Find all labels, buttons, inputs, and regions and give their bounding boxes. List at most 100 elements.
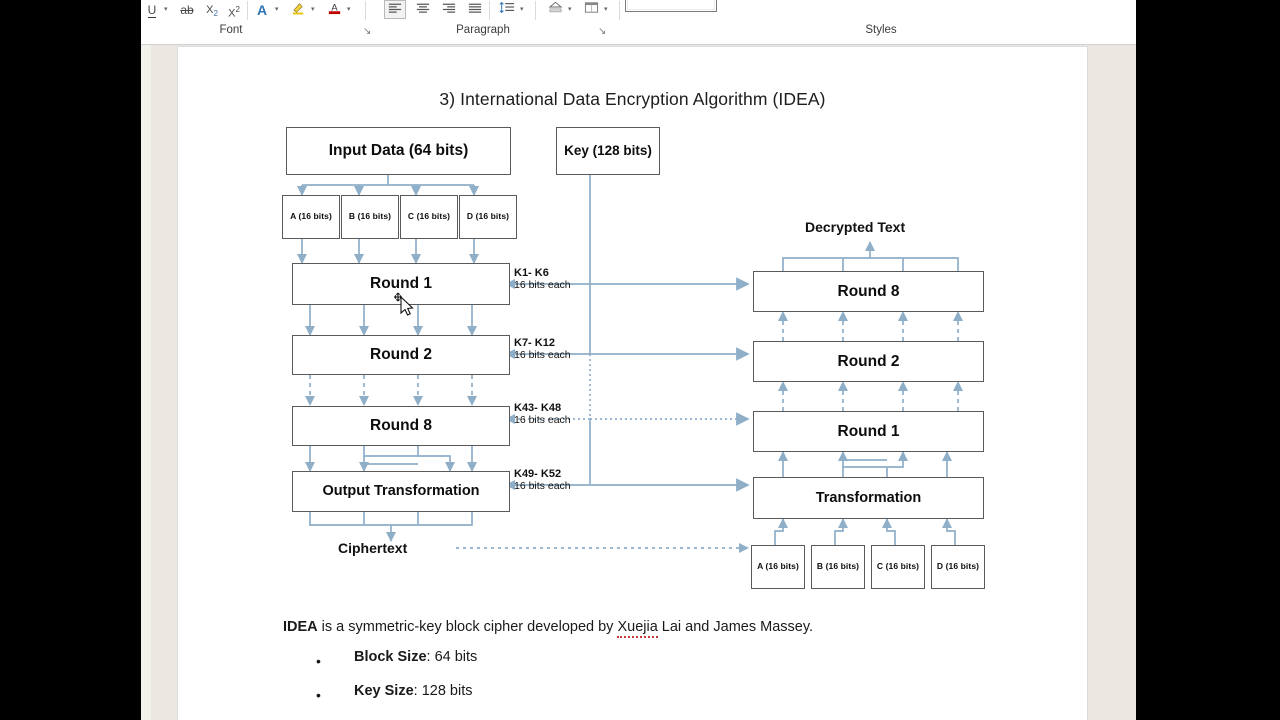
mouse-cursor (392, 292, 418, 320)
letterbox-right (1136, 0, 1280, 720)
justify-icon[interactable] (465, 0, 485, 20)
style-gallery-selected-item[interactable] (625, 0, 717, 12)
highlight-caret-icon[interactable]: ▾ (311, 6, 315, 13)
page-title: 3) International Data Encryption Algorit… (439, 89, 826, 109)
key-group-1-keys: K1- K6 (514, 267, 549, 279)
decrypt-transformation-box: Transformation (753, 477, 984, 519)
letterbox-left (0, 0, 141, 720)
sub-block-a: A (16 bits) (282, 195, 340, 239)
ribbon-divider-4 (535, 1, 536, 20)
paragraph-idea-description: IDEA is a symmetric-key block cipher dev… (283, 617, 1003, 638)
align-center-icon[interactable] (413, 0, 433, 20)
text-effects-icon[interactable]: A (256, 2, 268, 18)
paragraph-dialog-launcher-icon[interactable]: ↘ (598, 26, 607, 37)
bullet-text: Key Size: 128 bits (354, 683, 473, 699)
font-dialog-launcher-icon[interactable]: ↘ (363, 26, 372, 37)
bullet-value: : 128 bits (413, 683, 473, 699)
sub-block-b: B (16 bits) (341, 195, 399, 239)
group-label-font: Font (219, 24, 243, 36)
decrypt-sub-block-c: C (16 bits) (871, 545, 925, 589)
text-effects-caret-icon[interactable]: ▾ (275, 6, 279, 13)
align-left-glyph (388, 3, 402, 13)
ribbon: U ▾ ab X2 X2 A ▾ ▾ A (141, 0, 1136, 45)
align-center-glyph (416, 3, 430, 13)
line-spacing-icon[interactable] (497, 0, 517, 20)
justify-glyph (468, 3, 482, 13)
font-color-glyph: A (328, 2, 340, 15)
ribbon-bottom-rule (141, 44, 1136, 45)
font-color-icon[interactable]: A (325, 0, 343, 20)
key-group-1-size: 16 bits each (514, 279, 571, 291)
move-cursor-icon (394, 292, 414, 316)
bullet-term: Key Size (354, 683, 414, 699)
highlighter-glyph (292, 3, 303, 15)
borders-glyph (584, 2, 598, 13)
encrypt-round-2: Round 2 (292, 335, 510, 375)
decrypt-sub-block-b: B (16 bits) (811, 545, 865, 589)
svg-text:A: A (331, 2, 338, 12)
superscript-icon[interactable]: X2 (228, 5, 240, 20)
document-workspace[interactable]: 3) International Data Encryption Algorit… (141, 45, 1136, 720)
decrypt-round-8: Round 8 (753, 271, 984, 312)
decrypt-sub-block-d: D (16 bits) (931, 545, 985, 589)
align-left-icon[interactable] (384, 0, 406, 19)
paragraph-rest-b: Lai and James Massey. (657, 619, 814, 635)
document-page[interactable]: 3) International Data Encryption Algorit… (178, 47, 1087, 720)
line-spacing-caret-icon[interactable]: ▾ (520, 6, 524, 13)
decrypted-text-label: Decrypted Text (805, 219, 906, 235)
key-group-4-keys: K49- K52 (514, 468, 562, 480)
ribbon-divider (247, 1, 248, 20)
key-box: Key (128 bits) (556, 127, 660, 175)
shading-glyph (548, 1, 562, 13)
bullet-dot-icon: • (316, 687, 321, 703)
sub-block-d: D (16 bits) (459, 195, 517, 239)
ribbon-divider-2 (365, 1, 366, 20)
borders-caret-icon[interactable]: ▾ (604, 6, 608, 13)
bullet-list: • Block Size: 64 bits • Key Size: 128 bi… (316, 649, 1016, 717)
encrypt-round-8: Round 8 (292, 406, 510, 446)
bullet-dot-icon: • (316, 653, 321, 669)
group-label-styles: Styles (865, 24, 897, 36)
paragraph-rest-a: is a symmetric-key block cipher develope… (317, 619, 618, 635)
text-highlight-color-icon[interactable] (289, 0, 307, 20)
list-item: • Key Size: 128 bits (316, 683, 1016, 717)
ribbon-divider-5 (619, 1, 620, 20)
list-item: • Block Size: 64 bits (316, 649, 1016, 683)
align-right-glyph (442, 3, 456, 13)
ribbon-icon-row: U ▾ ab X2 X2 A ▾ ▾ A (141, 0, 1136, 22)
key-group-3-size: 16 bits each (514, 414, 571, 426)
diagram-connectors (296, 175, 964, 554)
key-group-2-size: 16 bits each (514, 349, 571, 361)
ribbon-divider-3 (489, 1, 490, 20)
sub-block-c: C (16 bits) (400, 195, 458, 239)
ribbon-group-labels: Font ↘ Paragraph ↘ Styles (141, 22, 1136, 44)
key-group-4-size: 16 bits each (514, 480, 571, 492)
key-group-2: K7- K12 16 bits each (514, 337, 571, 361)
underline-icon[interactable]: U (147, 3, 157, 18)
bullet-term: Block Size (354, 649, 427, 665)
shading-caret-icon[interactable]: ▾ (568, 6, 572, 13)
key-group-1: K1- K6 16 bits each (514, 267, 571, 291)
input-data-box: Input Data (64 bits) (286, 127, 511, 175)
decrypt-round-1: Round 1 (753, 411, 984, 452)
borders-icon[interactable] (581, 0, 601, 20)
misspelled-word[interactable]: Xuejia (617, 619, 658, 638)
vertical-ruler (141, 45, 151, 720)
output-transformation-box: Output Transformation (292, 471, 510, 512)
shading-icon[interactable] (545, 0, 565, 20)
strikethrough-icon[interactable]: ab (180, 3, 194, 17)
underline-dropdown-caret-icon[interactable]: ▾ (164, 6, 168, 13)
bullet-value: : 64 bits (426, 649, 478, 665)
decrypt-sub-block-a: A (16 bits) (751, 545, 805, 589)
key-group-4: K49- K52 16 bits each (514, 468, 571, 492)
key-group-2-keys: K7- K12 (514, 337, 555, 349)
subscript-icon[interactable]: X2 (206, 4, 218, 19)
word-application: U ▾ ab X2 X2 A ▾ ▾ A (141, 0, 1136, 720)
font-color-caret-icon[interactable]: ▾ (347, 6, 351, 13)
key-group-3-keys: K43- K48 (514, 402, 562, 414)
idea-algorithm-diagram: Input Data (64 bits) Key (128 bits) A (1… (278, 119, 998, 589)
key-group-3: K43- K48 16 bits each (514, 402, 571, 426)
align-right-icon[interactable] (439, 0, 459, 20)
ciphertext-label: Ciphertext (338, 540, 408, 556)
line-spacing-glyph (499, 1, 515, 14)
